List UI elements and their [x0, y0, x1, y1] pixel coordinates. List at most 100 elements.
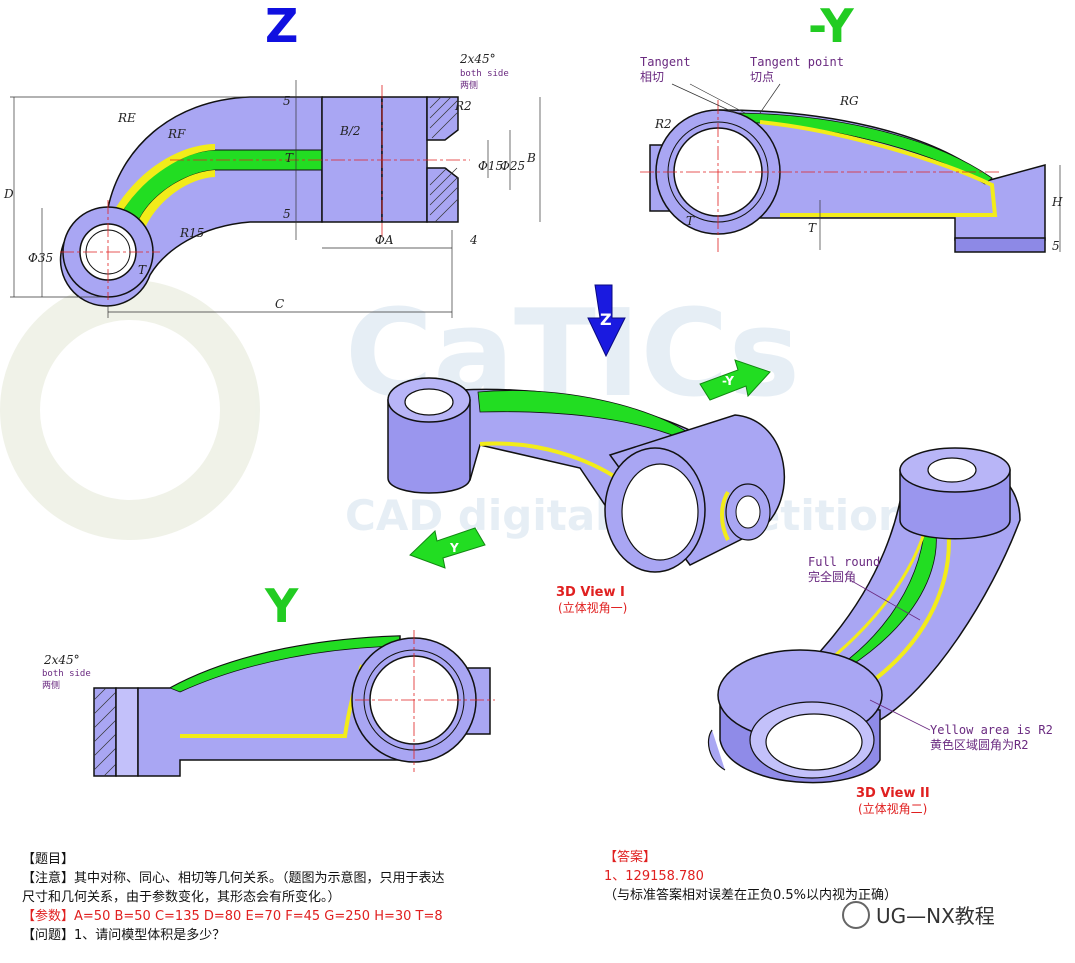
negy-rg: RG [839, 94, 859, 108]
y-hatch [93, 687, 117, 777]
z-dim-lines [10, 80, 541, 318]
z-five-top: 5 [283, 94, 291, 108]
v2-full-round-en: Full round [808, 555, 880, 569]
z-both-side-en: both side [460, 69, 509, 79]
v2-yellow-cn: 黄色区域圆角为R2 [930, 738, 1028, 752]
view3d-2-sub: (立体视角二) [858, 801, 927, 816]
wechat-logo-icon [842, 900, 870, 929]
view-z: Z 2x45° both [3, 0, 541, 318]
brand-logo: UG—NX教程 [842, 900, 995, 929]
negy-tangent-point-cn: 切点 [750, 70, 774, 84]
z-rf-text: RF [167, 127, 186, 141]
negy-r2: R2 [654, 117, 672, 131]
z-yellow-edge-bot [138, 170, 215, 226]
v2-full-round-cn: 完全圆角 [808, 569, 856, 584]
negy-tangent-en: Tangent [640, 55, 691, 69]
z-b-text: B [526, 151, 536, 165]
question-block: 【题目】 【注意】其中对称、同心、相切等几何关系。（题图为示意图，只用于表达 尺… [22, 850, 582, 945]
arrow-y-label: Y [449, 541, 459, 555]
negy-dim-lines [671, 83, 1061, 252]
y-both-side-en: both side [42, 669, 91, 679]
view-negy: -Y Tangent 相切 Tangent point 切点 RG R2 T T… [640, 0, 1063, 255]
arrow-z-label: Z [600, 310, 612, 329]
view-y-label: Y [264, 579, 299, 633]
z-r15: R15 [179, 226, 204, 240]
v2-yellow-en: Yellow area is R2 [930, 723, 1053, 737]
z-r2-text: R2 [454, 99, 472, 113]
ask-text: 1、请问模型体积是多少？ [74, 928, 226, 943]
z-t-text: T [285, 151, 294, 165]
z-centerlines [60, 85, 470, 300]
params-label: 【参数】 [22, 909, 75, 924]
v1-side-boss-hole [735, 495, 761, 529]
negy-base [954, 237, 1046, 253]
arrow-z-icon [587, 284, 626, 358]
z-yellow-edge-top [112, 144, 215, 215]
view3d-1-sub: (立体视角一) [558, 600, 627, 615]
view3d-2-title: 3D View II [856, 786, 930, 801]
z-phia: ΦA [375, 233, 394, 247]
z-d-text: D [3, 187, 14, 201]
negy-tangent-cn: 相切 [640, 70, 664, 84]
negy-t2: T [808, 221, 817, 235]
y-bore [115, 687, 139, 777]
arrow-y-icon [409, 527, 486, 569]
v2-leaders [849, 579, 931, 731]
y-both-side-cn: 两侧 [42, 679, 60, 691]
v1-yellow [479, 441, 622, 482]
z-boss-mid [381, 96, 428, 223]
negy-five: 5 [1052, 239, 1060, 253]
brand-text: UG—NX教程 [876, 904, 995, 928]
view-3d-1: Z -Y Y 3D View I (立体视角一) [387, 284, 786, 615]
z-chamfer-text: 2x45° [459, 52, 496, 66]
z-phi35: Φ35 [28, 251, 53, 265]
y-chamfer-text: 2x45° [43, 653, 80, 667]
arrow-negy-label: -Y [722, 374, 734, 388]
z-phi25: Φ25 [500, 159, 525, 173]
z-four: 4 [469, 233, 478, 247]
y-section [93, 687, 117, 777]
z-b-half: B/2 [339, 124, 361, 138]
negy-tangent-point-en: Tangent point [750, 55, 844, 69]
z-c-text: C [275, 297, 284, 311]
question-title: 【题目】 [22, 852, 75, 867]
note-label: 【注意】 [22, 871, 75, 886]
answer-value: 1、129158.780 [604, 869, 704, 884]
z-re-text: RE [117, 111, 136, 125]
v2-small-boss-hole [927, 457, 977, 483]
view-y: Y 2x45° both side 两侧 [42, 579, 495, 777]
z-phi15: Φ15 [478, 159, 503, 173]
y-centerlines [355, 630, 495, 772]
v1-side-yellow [720, 490, 730, 541]
ask-label: 【问题】 [22, 928, 75, 943]
v1-small-boss-hole [404, 388, 454, 416]
note-text: 其中对称、同心、相切等几何关系。（题图为示意图，只用于表达 [74, 871, 445, 886]
z-five-bot: 5 [283, 207, 291, 221]
z-boss-section [426, 96, 459, 223]
z-t2: T [138, 263, 147, 277]
view3d-1-title: 3D View I [556, 585, 625, 600]
question-note-line1: 【注意】其中对称、同心、相切等几何关系。（题图为示意图，只用于表达 [22, 869, 582, 888]
negy-centerlines [640, 100, 1000, 255]
v1-small-boss [387, 399, 471, 494]
answer-block: 【答案】 1、129158.780 （与标准答案相对误差在正负0.5%以内视为正… [604, 848, 1004, 905]
arrow-negy-icon [699, 359, 771, 401]
negy-yellow-edge [759, 120, 998, 217]
v1-big-boss-hole [621, 463, 699, 561]
params-text: A=50 B=50 C=135 D=80 E=70 F=45 G=250 H=3… [74, 909, 443, 924]
z-boss-left [321, 96, 383, 223]
view-3d-2: Full round 完全圆角 Yellow area is R2 黄色区域圆角… [707, 447, 1053, 816]
question-params: 【参数】A=50 B=50 C=135 D=80 E=70 F=45 G=250… [22, 907, 582, 926]
answer-label: 【答案】 [604, 850, 657, 865]
negy-t: T [686, 214, 695, 228]
z-both-side-cn: 两侧 [460, 79, 478, 91]
v2-yellow-right [858, 524, 951, 692]
z-hatch [429, 96, 459, 223]
answer-tolerance: （与标准答案相对误差在正负0.5%以内视为正确） [604, 888, 898, 903]
negy-h: H [1051, 195, 1063, 209]
question-ask: 【问题】1、请问模型体积是多少？ [22, 926, 582, 945]
negy-arm [719, 109, 1046, 241]
view-z-label: Z [265, 0, 298, 53]
question-note-line2: 尺寸和几何关系，由于参数变化，其形态会有所变化。） [22, 890, 341, 905]
